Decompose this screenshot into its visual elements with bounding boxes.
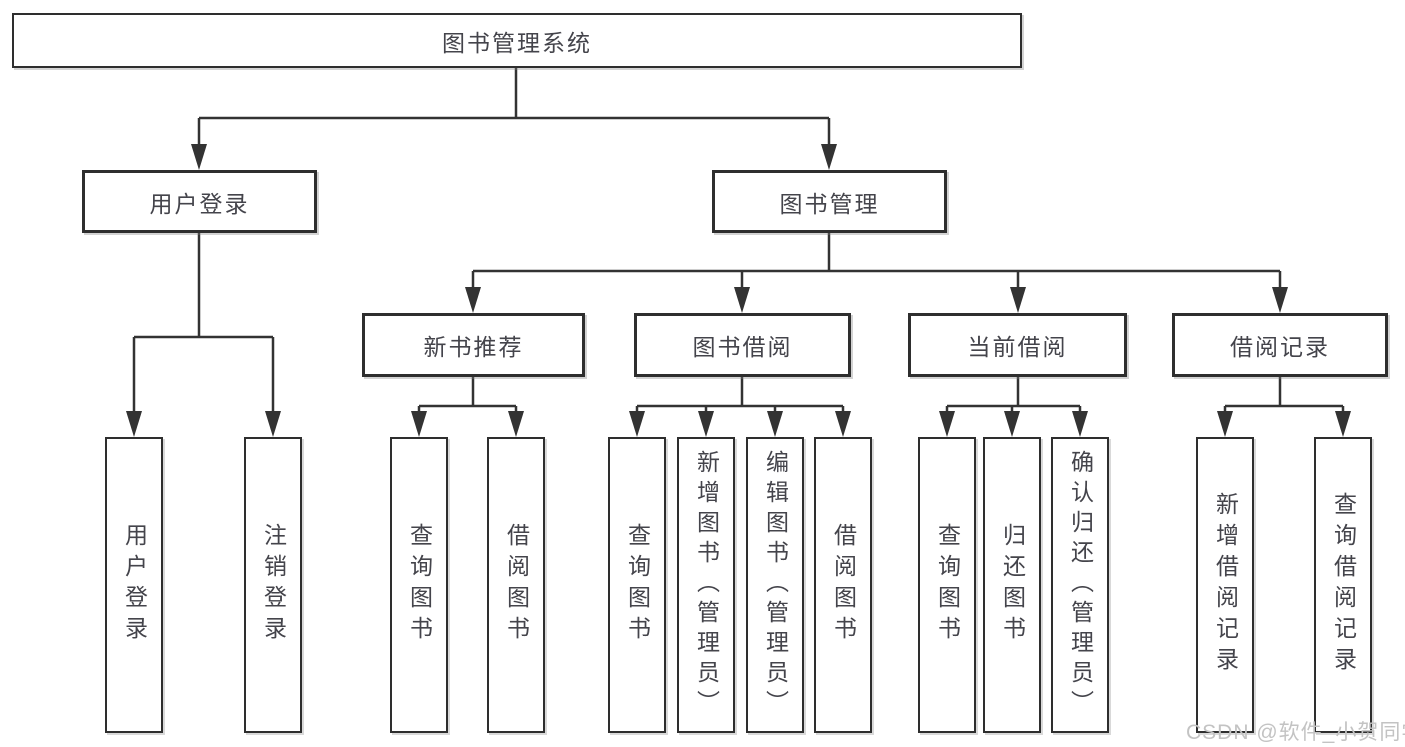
leaf-borrow-query-books: 查询图书 <box>608 437 666 733</box>
leaf-recommend-query-books: 查询图书 <box>390 437 448 733</box>
leaf-add-borrow-record: 新增借阅记录 <box>1196 437 1254 733</box>
csdn-watermark: CSDN @软件_小贺同学 <box>1186 721 1405 744</box>
group-book-borrow: 图书借阅 <box>634 313 851 377</box>
group-current-borrow: 当前借阅 <box>908 313 1127 377</box>
leaf-add-books-admin: 新增图书（管理员） <box>677 437 735 733</box>
leaf-edit-books-admin: 编辑图书（管理员） <box>746 437 804 733</box>
group-new-book-recommend: 新书推荐 <box>362 313 585 377</box>
branch-user-login: 用户登录 <box>82 170 317 233</box>
leaf-user-login: 用户登录 <box>105 437 163 733</box>
branch-book-management: 图书管理 <box>712 170 947 233</box>
root-node-library-system: 图书管理系统 <box>12 13 1022 68</box>
leaf-borrow-books: 借阅图书 <box>814 437 872 733</box>
leaf-confirm-return-admin: 确认归还（管理员） <box>1051 437 1109 733</box>
leaf-current-query-books: 查询图书 <box>918 437 976 733</box>
leaf-query-borrow-record: 查询借阅记录 <box>1314 437 1372 733</box>
group-borrow-records: 借阅记录 <box>1172 313 1388 377</box>
leaf-recommend-borrow-books: 借阅图书 <box>487 437 545 733</box>
leaf-return-books: 归还图书 <box>983 437 1041 733</box>
leaf-logout: 注销登录 <box>244 437 302 733</box>
